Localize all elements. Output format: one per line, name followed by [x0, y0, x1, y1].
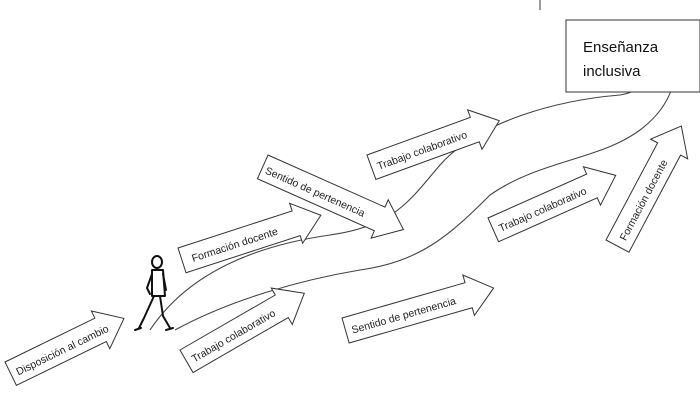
arrow-trabajo-colaborativo-3: Trabajo colaborativo [485, 156, 624, 249]
arrow-sentido-pertenencia-2: Sentido de pertenencia [340, 268, 500, 351]
arrow-trabajo-colaborativo-1: Trabajo colaborativo [176, 275, 315, 379]
goal-box-line2: inclusiva [583, 63, 641, 80]
walking-person-icon [135, 256, 173, 330]
goal-box-line1: Enseñanza [583, 39, 659, 56]
arrow-formacion-docente-1: Formación docente [176, 195, 328, 280]
goal-box: Enseñanza inclusiva [540, 0, 700, 92]
arrow-disposicion-cambio: Disposición al cambio [1, 300, 133, 393]
road-lower-edge [175, 88, 672, 330]
arrow-formacion-docente-2: Formación docente [599, 116, 700, 256]
arrow-trabajo-colaborativo-2: Trabajo colaborativo [364, 101, 506, 187]
